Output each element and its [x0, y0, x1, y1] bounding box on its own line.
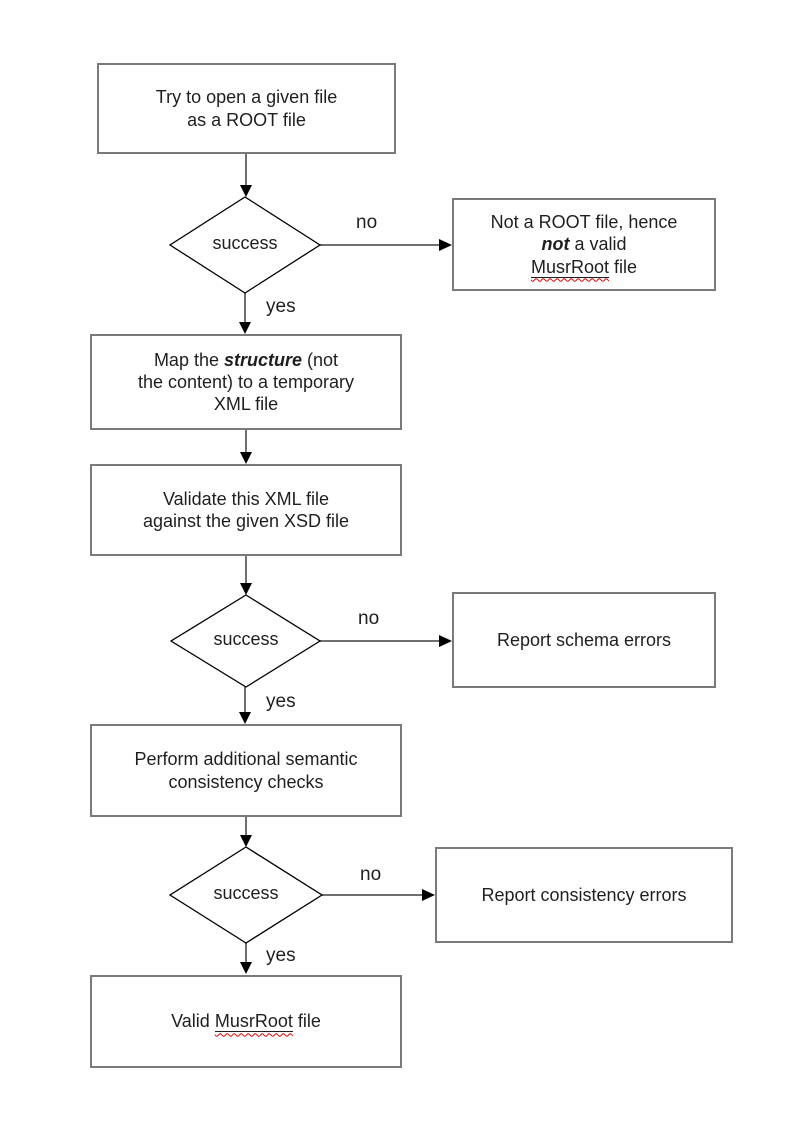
node-text: Valid MusrRoot file: [171, 1010, 321, 1033]
result-box-report-schema-errors: Report schema errors: [452, 592, 716, 688]
decision-diamond-1: [168, 196, 322, 294]
underlined-misspelled-text: MusrRoot: [214, 1011, 293, 1033]
arrowhead-down-icon: [239, 322, 251, 334]
arrowhead-right-icon: [422, 889, 435, 901]
text-segment: Map the: [153, 349, 224, 370]
arrowhead-down-icon: [240, 185, 252, 197]
text-segment: Report consistency errors: [481, 884, 687, 905]
text-segment: Try to open a given file: [155, 87, 338, 108]
flow-lines: [244, 154, 441, 963]
text-segment: success: [213, 629, 279, 649]
text-segment: file: [292, 1011, 321, 1032]
result-box-valid-musrroot-file: Valid MusrRoot file: [90, 975, 402, 1068]
text-segment: a valid: [569, 234, 627, 255]
emphasis-text: not: [541, 234, 570, 255]
result-box-report-consistency-errors: Report consistency errors: [435, 847, 733, 943]
text-segment: XML file: [213, 394, 279, 415]
decision-label-success-1: success: [170, 233, 320, 254]
arrowhead-right-icon: [439, 635, 452, 647]
arrowhead-down-icon: [239, 712, 251, 724]
text-segment: against the given XSD file: [142, 511, 350, 531]
decision-diamond-3: [168, 846, 324, 944]
text-segment: consistency checks: [168, 771, 324, 792]
node-text: success: [213, 883, 278, 903]
text-segment: the content) to a temporary: [137, 371, 355, 392]
decision-diamond-2: [169, 594, 322, 688]
text-segment: as a ROOT file: [187, 109, 306, 130]
edge-label-no-3: no: [360, 864, 382, 885]
node-text: success: [212, 233, 277, 253]
edge-label-yes-1: yes: [266, 296, 296, 317]
decision-label-success-2: success: [171, 629, 321, 650]
text-segment: Report schema errors: [496, 629, 672, 650]
text-segment: success: [213, 883, 279, 903]
arrowhead-down-icon: [240, 452, 252, 464]
text-segment: success: [212, 233, 278, 253]
edge-label-yes-2: yes: [266, 691, 296, 712]
text-segment: Valid: [171, 1011, 215, 1032]
node-text: Report consistency errors: [481, 884, 686, 906]
arrowhead-down-icon: [240, 962, 252, 974]
decision-diamonds: [168, 196, 324, 944]
node-text: Report schema errors: [497, 629, 671, 651]
emphasis-text: structure: [223, 349, 303, 370]
text-segment: file: [609, 256, 638, 277]
edge-label-no-1: no: [356, 212, 378, 233]
text-segment: Not a ROOT file, hence: [490, 212, 678, 233]
text-segment: Validate this XML file: [162, 488, 330, 509]
arrowhead-down-icon: [240, 583, 252, 595]
node-text: success: [213, 629, 278, 649]
arrowhead-right-icon: [439, 239, 452, 251]
text-segment: Perform additional semantic: [134, 749, 358, 770]
edge-label-no-2: no: [358, 608, 380, 629]
arrowhead-down-icon: [240, 835, 252, 847]
text-segment: (not: [302, 349, 339, 370]
arrowheads: [239, 185, 452, 974]
decision-label-success-3: success: [171, 883, 321, 904]
underlined-misspelled-text: MusrRoot: [530, 256, 609, 278]
edge-label-yes-3: yes: [266, 945, 296, 966]
